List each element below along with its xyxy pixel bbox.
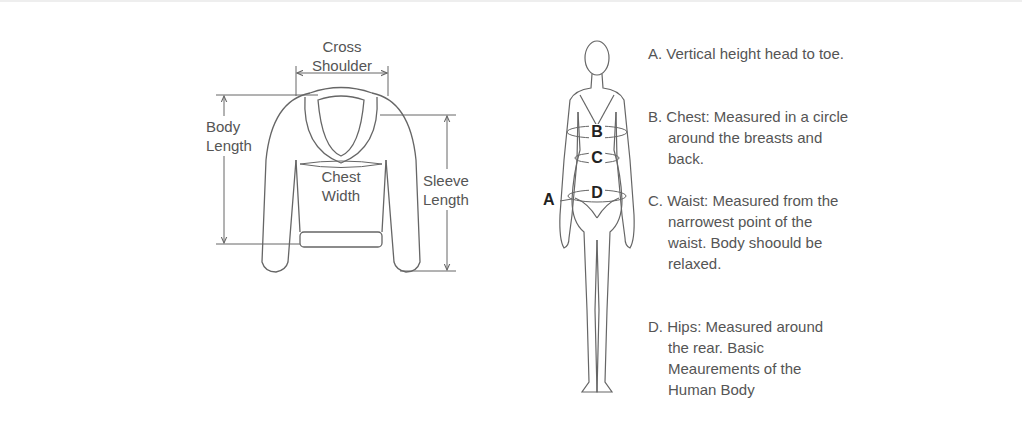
tick xyxy=(388,66,389,96)
hem-band xyxy=(300,232,382,247)
body-half xyxy=(560,74,597,392)
dimension-label: Cross Shoulder xyxy=(307,37,377,75)
top-strap xyxy=(580,95,597,126)
dimension-label: Chest Width xyxy=(310,167,372,205)
height-leader xyxy=(560,199,572,201)
measurement-note: C. Waist: Measured from the narrowest po… xyxy=(648,190,848,274)
body-length-arrow xyxy=(224,156,225,243)
body-half xyxy=(597,74,634,392)
measurement-note: D. Hips: Measured around the rear. Basic… xyxy=(648,316,848,400)
measurement-note: B. Chest: Measured in a circle around th… xyxy=(648,106,860,169)
callout-letter: A xyxy=(541,192,557,208)
chest-line xyxy=(300,161,382,168)
left-sleeve xyxy=(262,93,310,272)
head xyxy=(585,41,609,75)
sleeve-length-arrow xyxy=(447,210,448,270)
shoulder-line xyxy=(310,88,372,94)
sweater-dimensions xyxy=(216,66,456,271)
top-rule xyxy=(0,1,1022,2)
collar xyxy=(305,97,377,163)
body-figure xyxy=(560,41,634,392)
right-sleeve xyxy=(372,93,420,272)
dimension-label: Sleeve Length xyxy=(423,171,485,209)
tick xyxy=(216,244,300,245)
tick xyxy=(216,95,318,96)
body-length-arrow xyxy=(224,96,225,116)
neckline xyxy=(318,96,364,156)
callout-letter: B xyxy=(589,124,605,140)
tick xyxy=(400,271,456,272)
sleeve-length-arrow xyxy=(447,116,448,169)
callout-letter: C xyxy=(589,150,605,166)
callout-letter: D xyxy=(589,185,605,201)
tick xyxy=(296,66,297,96)
measurement-note: A. Vertical height head to toe. xyxy=(648,43,853,64)
tick xyxy=(380,115,456,116)
dimension-label: Body Length xyxy=(206,117,268,155)
sweater-sides xyxy=(296,160,386,232)
